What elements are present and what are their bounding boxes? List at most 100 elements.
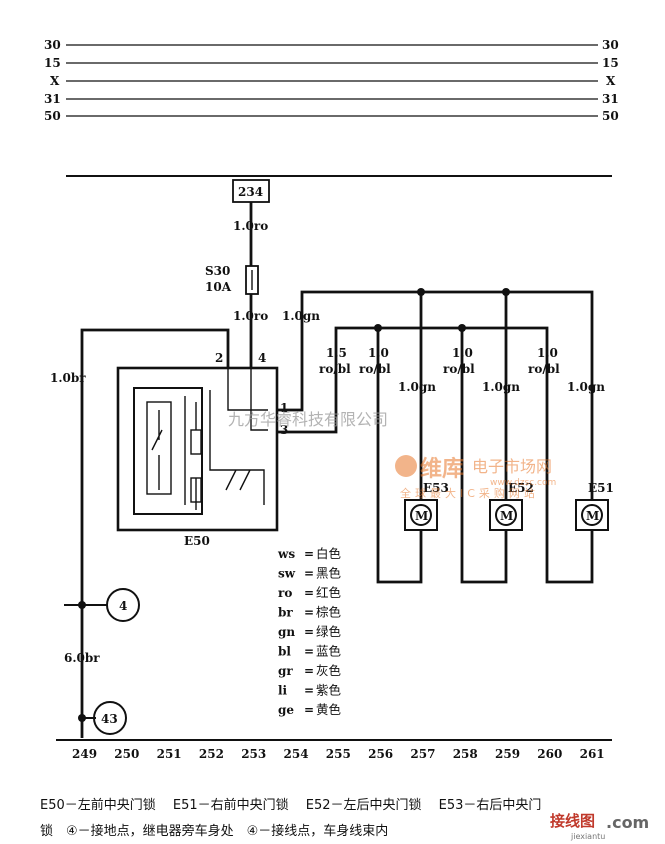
site-cn: 接线图 [550, 812, 595, 830]
connector-ref: 4 [119, 599, 127, 613]
position-number: 253 [241, 747, 266, 761]
relay-resistor-lower [190, 477, 202, 503]
brand-sub: 电子市场网 [472, 457, 552, 476]
branch-gauge: 1.5 [326, 346, 347, 360]
legend-equals: = [304, 645, 314, 659]
rail-label-left: 50 [44, 109, 61, 123]
legend-code: gn [278, 625, 295, 639]
motor-symbol-icon [495, 504, 517, 526]
position-number: 261 [580, 747, 605, 761]
branch-labels: 1.5 ro/bl 1.0 ro/bl 1.0 ro/bl 1.0 ro/bl … [319, 346, 605, 394]
fuse-rating: 10A [205, 280, 232, 294]
color-legend: ws=白色sw=黑色ro=红色br=棕色gn=绿色bl=蓝色gr=灰色li=紫色… [277, 546, 342, 717]
power-rails: 30 15 X 31 50 30 15 X 31 50 [44, 38, 619, 123]
relay-inner-box [133, 387, 203, 515]
wire-robl-e53 [376, 328, 423, 584]
legend-equals: = [304, 606, 314, 620]
position-number: 252 [199, 747, 224, 761]
motor-e51: M E51 [575, 481, 614, 531]
rail-label-right: X [606, 74, 616, 88]
legend-equals: = [304, 703, 314, 717]
legend-equals: = [304, 625, 314, 639]
legend-name: 黄色 [316, 702, 342, 717]
relay-label: E50 [184, 534, 210, 548]
legend-name: 红色 [316, 585, 342, 600]
brand-slogan: 全球最大IC采购网站 [400, 486, 539, 500]
wire-gn-trunk-label: 1.0gn [282, 309, 320, 323]
legend-equals: = [304, 547, 314, 561]
ground-junction [78, 714, 86, 722]
motor-gn-label: 1.0gn [482, 380, 520, 394]
motor-label: E52 [508, 481, 534, 495]
wire-top-label: 1.0ro [233, 219, 268, 233]
legend-code: ro [278, 586, 292, 600]
relay-internal-wiring [184, 368, 268, 510]
ground-ref-circle [93, 701, 127, 735]
caption-line-1: E50－左前中央门锁 E51－右前中央门锁 E52－左后中央门锁 E53－右后中… [40, 798, 542, 813]
branch-color: ro/bl [443, 362, 475, 376]
motor-e53: M E53 [404, 481, 449, 531]
legend-equals: = [304, 567, 314, 581]
relay-outer-box [116, 366, 279, 532]
rail-label-left: 31 [44, 92, 61, 106]
relay-contact-right [225, 469, 265, 505]
position-number: 249 [72, 747, 97, 761]
branch-gauge: 1.0 [368, 346, 389, 360]
position-number: 250 [114, 747, 139, 761]
legend-code: bl [278, 645, 291, 659]
wire-robl-e52 [460, 328, 508, 584]
legend-code: sw [278, 567, 296, 581]
motor-symbol: M [586, 509, 599, 523]
relay-contact-left [151, 410, 163, 490]
legend-name: 紫色 [316, 683, 342, 698]
watermark-site: 接线图 .com jiexiantu [550, 812, 649, 841]
position-number: 258 [453, 747, 478, 761]
wire-br-loop [80, 328, 230, 605]
caption-line-2: 锁 ④－接地点，继电器旁车身处 ④－接线点，车身线束内 [40, 824, 389, 839]
rail-label-right: 30 [602, 38, 619, 52]
legend-name: 绿色 [316, 624, 342, 639]
legend-name: 黑色 [316, 566, 342, 581]
site-url: .com [606, 813, 649, 832]
brand-logo-icon [395, 455, 417, 477]
brand-main: 维库 [420, 456, 464, 482]
legend-name: 蓝色 [316, 644, 342, 659]
legend-equals: = [304, 684, 314, 698]
pin-3-label: 3 [280, 423, 288, 437]
position-number: 257 [410, 747, 435, 761]
relay-coil-box [146, 401, 172, 495]
wire-robl-trunk [277, 326, 549, 434]
motor-gn-label: 1.0gn [398, 380, 436, 394]
branch-color: ro/bl [528, 362, 560, 376]
pin-2-label: 2 [215, 351, 223, 365]
position-number: 251 [157, 747, 182, 761]
legend-name: 白色 [316, 546, 342, 561]
branch-gauge: 1.0 [537, 346, 558, 360]
motor-gn-label: 1.0gn [567, 380, 605, 394]
watermark-company: 九方华睿科技有限公司 [228, 410, 388, 429]
legend-code: gr [278, 664, 293, 678]
wire-robl-e51 [545, 375, 594, 584]
relay-e50: 2 4 1 3 E50 [116, 351, 288, 548]
pin-1-label: 1 [280, 401, 288, 415]
rail-label-left: 30 [44, 38, 61, 52]
rail-label-left: 15 [44, 56, 61, 70]
legend-equals: = [304, 664, 314, 678]
legend-name: 棕色 [316, 605, 342, 620]
fuse-id: S30 [205, 264, 230, 278]
branch-gauge: 1.0 [452, 346, 473, 360]
position-number: 256 [368, 747, 393, 761]
motor-symbol-icon [581, 504, 603, 526]
motor-label: E51 [588, 481, 614, 495]
brand-url: www.dzsc.com [490, 478, 556, 488]
motor-e52: M E52 [489, 481, 534, 531]
wire-bottom-br-label: 6.0br [64, 651, 100, 665]
legend-code: ge [278, 703, 294, 717]
position-number: 260 [537, 747, 562, 761]
position-number: 259 [495, 747, 520, 761]
fuse-box-ref: 234 [238, 185, 263, 199]
relay-resistor-upper [190, 429, 202, 455]
wire-after-fuse-label: 1.0ro [233, 309, 268, 323]
legend-code: ws [277, 547, 295, 561]
